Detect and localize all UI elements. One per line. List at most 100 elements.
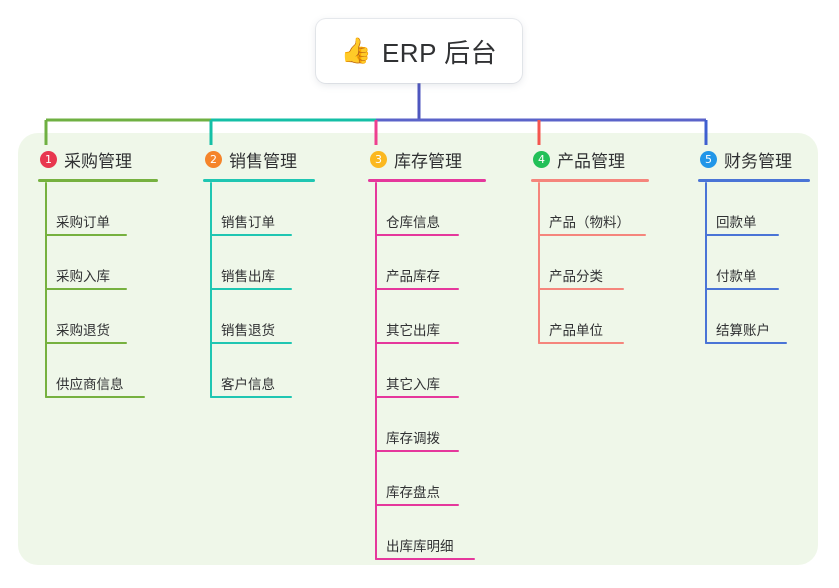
list-item-underline [45, 234, 127, 236]
branch-spine [45, 182, 47, 398]
branch-item-list: 产品（物料） 产品分类产品单位 [531, 182, 649, 344]
branch-item-list: 采购订单采购入库采购退货供应商信息 [38, 182, 158, 398]
branch-header-3[interactable]: 3 库存管理 [368, 146, 486, 172]
list-item-label: 产品（物料） [549, 215, 630, 230]
branch-underline [368, 179, 486, 182]
list-item-underline [210, 234, 292, 236]
list-item-underline [705, 288, 779, 290]
list-item[interactable]: 采购退货 [38, 290, 158, 344]
branch-title: 销售管理 [229, 151, 297, 171]
list-item[interactable]: 产品库存 [368, 236, 486, 290]
branch-title: 库存管理 [394, 151, 462, 171]
branch-underline [38, 179, 158, 182]
branch-item-list: 销售订单销售出库销售退货客户信息 [203, 182, 315, 398]
list-item-underline [538, 342, 624, 344]
list-item-underline [705, 342, 787, 344]
list-item-label: 其它入库 [386, 377, 440, 392]
branch-spine [210, 182, 212, 398]
branch-underline [203, 179, 315, 182]
branch-number-badge: 3 [370, 150, 387, 168]
list-item[interactable]: 采购订单 [38, 182, 158, 236]
list-item-label: 产品分类 [549, 269, 603, 284]
list-item-underline [375, 342, 459, 344]
list-item-label: 付款单 [716, 269, 757, 284]
branch-item-list: 回款单付款单结算账户 [698, 182, 810, 344]
list-item-underline [375, 558, 475, 560]
list-item-underline [210, 288, 292, 290]
list-item[interactable]: 客户信息 [203, 344, 315, 398]
list-item-label: 库存盘点 [386, 485, 440, 500]
list-item[interactable]: 库存盘点 [368, 452, 486, 506]
list-item-underline [705, 234, 779, 236]
list-item-label: 产品库存 [386, 269, 440, 284]
list-item-label: 销售出库 [221, 269, 275, 284]
branch-spine [538, 182, 540, 344]
branch-title: 财务管理 [724, 151, 792, 171]
list-item-underline [538, 234, 646, 236]
list-item[interactable]: 销售退货 [203, 290, 315, 344]
list-item[interactable]: 产品单位 [531, 290, 649, 344]
list-item-label: 销售订单 [221, 215, 275, 230]
branch-title: 产品管理 [557, 151, 625, 171]
list-item[interactable]: 销售出库 [203, 236, 315, 290]
list-item[interactable]: 库存调拨 [368, 398, 486, 452]
branch-column-3: 3 库存管理仓库信息产品库存其它出库其它入库库存调拨库存盘点出库库明细 [368, 146, 486, 560]
list-item-label: 采购入库 [56, 269, 110, 284]
list-item-underline [375, 450, 459, 452]
diagram-background-panel [18, 133, 818, 565]
branch-number-badge: 5 [700, 150, 717, 168]
list-item-underline [375, 396, 459, 398]
list-item[interactable]: 其它入库 [368, 344, 486, 398]
list-item-underline [45, 342, 127, 344]
branch-spine [705, 182, 707, 344]
list-item-label: 客户信息 [221, 377, 275, 392]
branch-number-badge: 2 [205, 150, 222, 168]
list-item[interactable]: 供应商信息 [38, 344, 158, 398]
list-item-underline [538, 288, 624, 290]
list-item-underline [210, 396, 292, 398]
root-node[interactable]: 👍 ERP 后台 [316, 19, 522, 83]
list-item-underline [375, 288, 459, 290]
branch-underline [531, 179, 649, 182]
list-item-underline [375, 504, 459, 506]
list-item[interactable]: 出库库明细 [368, 506, 486, 560]
branch-header-2[interactable]: 2 销售管理 [203, 146, 315, 172]
branch-underline [698, 179, 810, 182]
list-item-underline [45, 396, 145, 398]
list-item[interactable]: 回款单 [698, 182, 810, 236]
list-item-underline [375, 234, 459, 236]
list-item-label: 结算账户 [716, 323, 770, 338]
list-item-label: 采购订单 [56, 215, 110, 230]
list-item-label: 供应商信息 [56, 377, 124, 392]
branch-column-2: 2 销售管理销售订单销售出库销售退货客户信息 [203, 146, 315, 398]
list-item-label: 采购退货 [56, 323, 110, 338]
list-item[interactable]: 付款单 [698, 236, 810, 290]
list-item-underline [210, 342, 292, 344]
branch-header-5[interactable]: 5 财务管理 [698, 146, 810, 172]
list-item[interactable]: 采购入库 [38, 236, 158, 290]
list-item[interactable]: 结算账户 [698, 290, 810, 344]
branch-header-1[interactable]: 1 采购管理 [38, 146, 158, 172]
list-item-label: 其它出库 [386, 323, 440, 338]
branch-column-5: 5 财务管理回款单付款单结算账户 [698, 146, 810, 344]
list-item-label: 仓库信息 [386, 215, 440, 230]
list-item[interactable]: 产品（物料） [531, 182, 649, 236]
branch-spine [375, 182, 377, 560]
branch-number-badge: 1 [40, 150, 57, 168]
list-item[interactable]: 销售订单 [203, 182, 315, 236]
list-item-label: 回款单 [716, 215, 757, 230]
thumbs-up-icon: 👍 [340, 36, 372, 65]
list-item[interactable]: 产品分类 [531, 236, 649, 290]
list-item-label: 销售退货 [221, 323, 275, 338]
root-title: ERP 后台 [381, 37, 498, 68]
list-item-label: 产品单位 [549, 323, 603, 338]
list-item-label: 出库库明细 [386, 539, 454, 554]
list-item[interactable]: 仓库信息 [368, 182, 486, 236]
branch-title: 采购管理 [64, 151, 132, 171]
list-item-label: 库存调拨 [386, 431, 440, 446]
branch-column-1: 1 采购管理采购订单采购入库采购退货供应商信息 [38, 146, 158, 398]
list-item[interactable]: 其它出库 [368, 290, 486, 344]
